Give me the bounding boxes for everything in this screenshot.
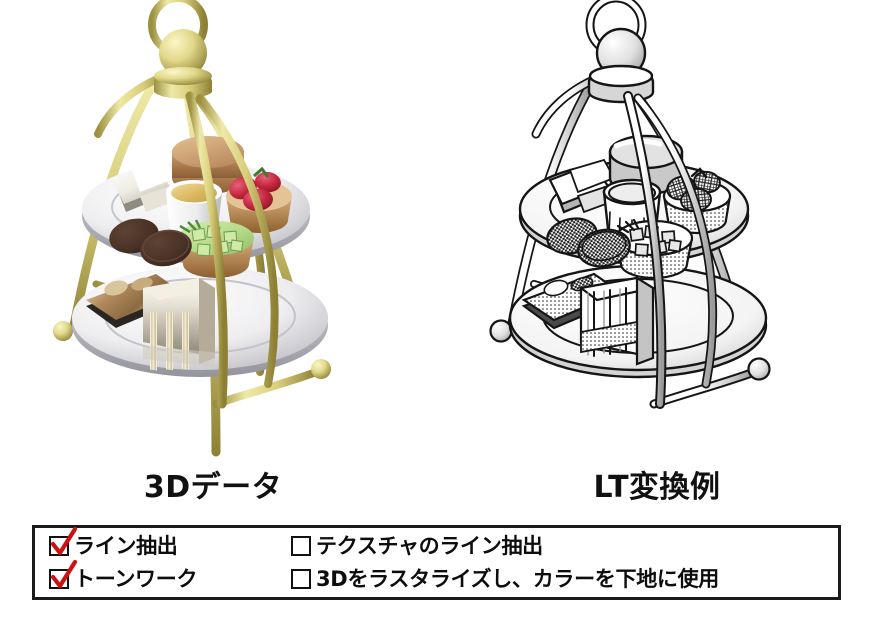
food-lower-tier <box>86 274 215 371</box>
option-label: 3Dをラスタライズし、カラーを下地に使用 <box>316 566 719 591</box>
check-icon <box>50 527 78 556</box>
option-texture-line-extraction[interactable]: テクスチャのライン抽出 <box>291 531 838 562</box>
checkbox-rasterize-3d[interactable] <box>291 569 311 589</box>
layered-cake-slices <box>143 278 215 371</box>
option-line-extraction[interactable]: ライン抽出 <box>49 527 291 562</box>
stand-finial <box>148 0 212 99</box>
option-label: トーンワーク <box>74 566 198 591</box>
check-icon <box>50 560 78 589</box>
lt-sandwiches <box>548 158 624 214</box>
legend-column-left: ライン抽出 トーンワーク <box>49 527 291 595</box>
stand-frame-front <box>185 91 279 409</box>
lt-chocolate-cookies <box>546 217 631 268</box>
option-label: テクスチャのライン抽出 <box>316 533 543 558</box>
option-rasterize-3d[interactable]: 3Dをラスタライズし、カラーを下地に使用 <box>291 564 838 595</box>
panel-lt-converted <box>438 0 876 512</box>
checkbox-texture-line-extraction[interactable] <box>291 536 311 556</box>
chocolate-cookies <box>109 218 192 267</box>
checkbox-line-extraction[interactable] <box>49 527 78 556</box>
panel-3d-data <box>0 0 438 512</box>
option-label: ライン抽出 <box>74 533 178 558</box>
lt-lineart-illustration <box>489 0 771 409</box>
lt-stand-finial <box>585 0 655 104</box>
legend-column-right: テクスチャのライン抽出 3Dをラスタライズし、カラーを下地に使用 <box>291 531 838 595</box>
three-d-render-illustration <box>53 0 331 457</box>
food-upper-tier <box>109 136 292 278</box>
options-legend-box: ライン抽出 トーンワーク テクスチャのライン抽出 <box>32 525 841 600</box>
lt-layered-cake-slices <box>578 276 656 366</box>
caption-lt-converted: LT変換例 <box>593 470 721 505</box>
stand-foot-left <box>53 321 73 341</box>
checkbox-tone-work[interactable] <box>49 560 78 589</box>
lt-stand-frame-front <box>623 91 718 409</box>
caption-3d-data: 3Dデータ <box>143 470 283 505</box>
option-tone-work[interactable]: トーンワーク <box>49 560 291 595</box>
stand-foot-right <box>311 359 331 379</box>
lt-food-lower-tier <box>521 272 656 366</box>
